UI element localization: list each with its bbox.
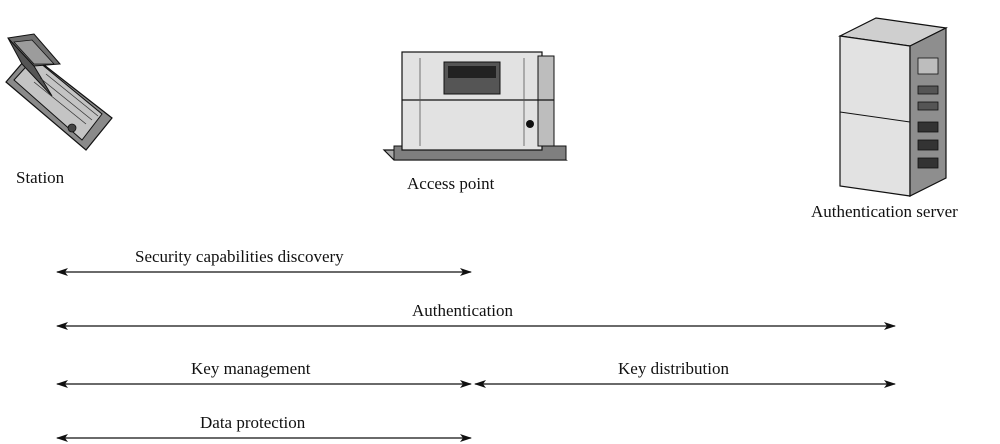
station-label: Station [16,168,65,187]
data-protection-label: Data protection [200,413,306,432]
laptop-icon [5,33,113,151]
key-management-label: Key management [191,359,311,378]
authentication-server-label: Authentication server [811,202,958,221]
server-tower-icon [838,17,948,197]
security-discovery-label: Security capabilities discovery [135,247,344,266]
key-distribution-label: Key distribution [618,359,729,378]
access-point-icon [382,51,568,161]
access-point-label: Access point [407,174,495,193]
authentication-label: Authentication [412,301,514,320]
